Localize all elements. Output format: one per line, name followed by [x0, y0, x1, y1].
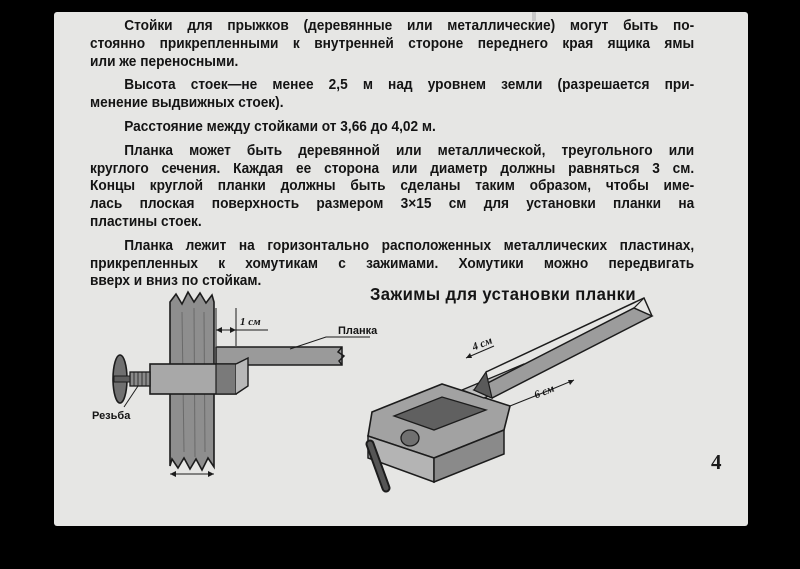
- text-line: Планка может быть деревянной или металли…: [124, 142, 695, 159]
- text-line: стоянно прикрепленными к внутренней стор…: [90, 35, 695, 52]
- page-number: 4: [711, 450, 722, 474]
- paragraph-3: Расстояние между стойками от 3,66 до 4,0…: [90, 119, 694, 137]
- plank-label: Планка: [338, 325, 378, 337]
- thread-label: Резьба: [92, 410, 131, 422]
- text-line: вверх и вниз по стойкам.: [90, 273, 262, 290]
- screw: [129, 371, 151, 387]
- paragraph-5: Планка лежит на горизонтально расположен…: [90, 238, 694, 291]
- text-line: прикрепленных к хомутикам с зажимами. Хо…: [90, 255, 695, 272]
- paragraph-1: Стойки для прыжков (деревянные или метал…: [90, 18, 694, 71]
- dim-1cm-label: 1 см: [240, 316, 261, 328]
- text-line: Расстояние между стойками от 3,66 до 4,0…: [124, 118, 436, 135]
- paragraph-2: Высота стоек—не менее 2,5 м над уровнем …: [90, 77, 694, 113]
- text-line: Концы круглой планки должны быть сделаны…: [90, 178, 695, 195]
- box-clamp: [365, 296, 654, 493]
- plank: [215, 346, 343, 366]
- text-line: или же переносными.: [90, 53, 239, 70]
- text-block: Стойки для прыжков (деревянные или метал…: [90, 18, 694, 297]
- clamp-illustration: [112, 290, 654, 493]
- figure-caption: Зажимы для установки планки: [370, 284, 636, 304]
- film-mark: [532, 12, 536, 21]
- text-line: Планка лежит на горизонтально расположен…: [124, 237, 695, 254]
- paragraph-4: Планка может быть деревянной или металли…: [90, 143, 694, 232]
- text-line: менение выдвижных стоек).: [90, 95, 284, 112]
- slide: Стойки для прыжков (деревянные или метал…: [54, 12, 748, 526]
- text-line: Высота стоек—не менее 2,5 м над уровнем …: [124, 77, 695, 94]
- text-line: круглого сечения. Каждая ее сторона или …: [90, 160, 695, 177]
- text-line: пластины стоек.: [90, 213, 202, 230]
- text-line: лась плоская поверхность размером 3×15 с…: [90, 196, 695, 213]
- text-line: Стойки для прыжков (деревянные или метал…: [124, 18, 695, 34]
